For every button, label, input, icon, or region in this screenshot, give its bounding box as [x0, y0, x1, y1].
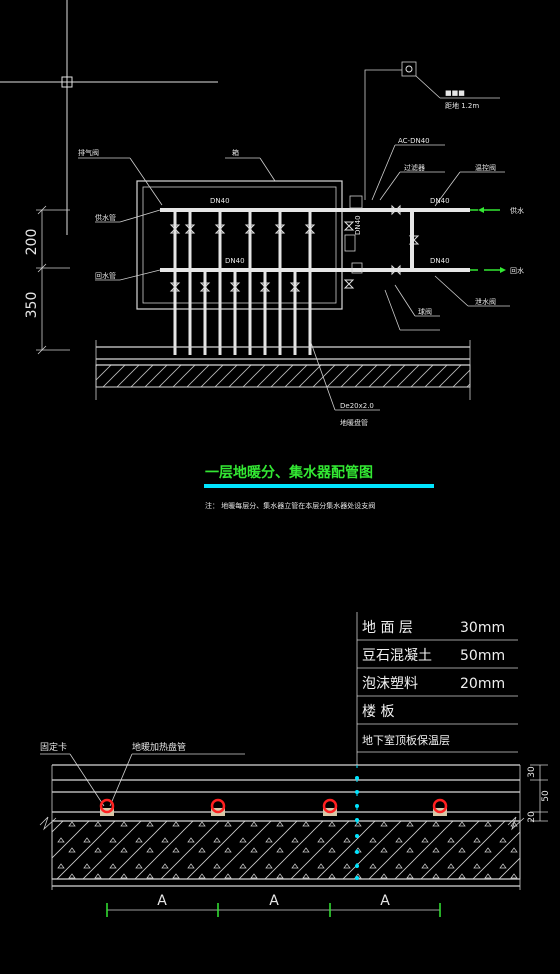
dim-350: 350: [24, 292, 40, 319]
svg-text:■■■: ■■■: [445, 89, 465, 97]
valve-symbols: [169, 204, 420, 292]
crosshair-cursor-icon: [0, 0, 218, 235]
floor-slab: [95, 364, 471, 388]
dim-200: 200: [24, 229, 40, 256]
callout-fixing-clip: 固定卡: [40, 741, 67, 753]
label-supply-in: 供水: [510, 206, 524, 215]
label-valve-temp: 温控阀: [475, 163, 496, 172]
layer-name-2: 豆石混凝土: [362, 648, 432, 664]
heating-pipe-icon: [99, 798, 115, 816]
layer-name-1: 地 面 层: [362, 620, 413, 636]
branch-pipes: [173, 210, 312, 355]
title-underline: [204, 484, 434, 488]
concrete-slab: [51, 820, 521, 880]
label-cabinet: 箱: [232, 148, 239, 157]
layer-name-5: 地下室顶板保温层: [362, 733, 450, 747]
right-dim-20: 20: [527, 811, 537, 823]
label-return-out: 回水: [510, 266, 524, 275]
drawing-note: 注： 地暖每层分、集水器立管在本层分集水器处设支阀: [205, 501, 375, 510]
floor-section-diagram: 地 面 层 30mm 豆石混凝土 50mm 泡沫塑料 20mm 楼 板 地下室顶…: [39, 612, 551, 917]
height-note: 距地 1.2m: [445, 101, 479, 110]
label-return: 回水管: [95, 271, 116, 280]
right-dim-30: 30: [527, 766, 537, 778]
heating-pipe-markers: [99, 798, 448, 816]
label-pipe-spec: De20x2.0: [340, 402, 374, 410]
layer-name-3: 泡沫塑料: [362, 676, 418, 692]
label-ball-valve: 球阀: [418, 307, 432, 316]
layer-value-2: 50mm: [460, 648, 505, 664]
label-supply: 供水管: [95, 213, 116, 222]
layer-value-1: 30mm: [460, 620, 505, 636]
spacing-label-1: A: [157, 893, 167, 909]
svg-text:DN40: DN40: [430, 257, 450, 265]
label-pipe-spec-2: 地暖盘管: [340, 418, 368, 427]
heating-pipe-icon: [322, 798, 338, 816]
label-valve-box: AC-DN40: [398, 137, 430, 145]
right-dim-50: 50: [541, 790, 551, 802]
spacing-label-2: A: [269, 893, 279, 909]
label-air-vent: 排气阀: [78, 148, 99, 157]
layer-name-4: 楼 板: [362, 704, 394, 720]
callout-heating-pipe: 地暖加热盘管: [132, 741, 186, 753]
heating-pipe-icon: [210, 798, 226, 816]
manifold-diagram: ■■■ 距地 1.2m AC-DN40 过滤器 温控阀 供水 回水 泄水阀 球阀…: [24, 61, 524, 510]
manifold-cabinet: [136, 180, 343, 310]
layer-value-3: 20mm: [460, 676, 505, 692]
label-side-pipe: DN40: [430, 197, 450, 205]
label-branch-pipe-2: DN40: [225, 257, 245, 265]
air-vent-symbol: [401, 61, 417, 77]
label-drain: 泄水阀: [475, 297, 496, 306]
heating-pipe-icon: [432, 798, 448, 816]
label-branch-pipe: DN40: [210, 197, 230, 205]
svg-text:DN40: DN40: [354, 215, 362, 235]
drawing-title: 一层地暖分、集水器配管图: [205, 464, 373, 481]
spacing-label-3: A: [380, 893, 390, 909]
label-strainer: 过滤器: [404, 163, 425, 172]
